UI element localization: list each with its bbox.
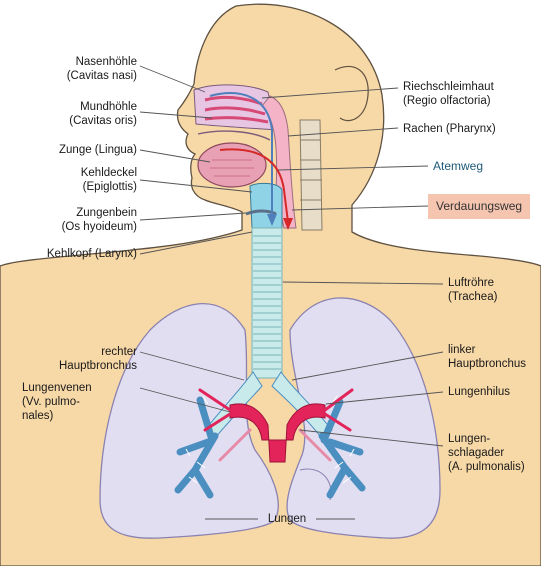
- label-zungenbein: Zungenbein(Os hyoideum): [22, 206, 137, 234]
- label-kehlkopf: Kehlkopf (Larynx): [10, 247, 137, 261]
- label-verdauungsweg: Verdauungsweg: [428, 194, 530, 219]
- label-lungenhilus: Lungenhilus: [448, 385, 510, 399]
- label-kehldeckel: Kehldeckel(Epiglottis): [22, 166, 137, 194]
- label-zunge: Zunge (Lingua): [22, 143, 137, 157]
- label-luftroehre: Luftröhre(Trachea): [448, 276, 497, 304]
- spine: [300, 120, 322, 230]
- label-lungenschlagader: Lungen-schlagader(A. pulmonalis): [448, 432, 525, 474]
- label-riechschleimhaut: Riechschleimhaut(Regio olfactoria): [403, 80, 494, 108]
- larynx: [250, 183, 282, 228]
- label-mundhoehle: Mundhöhle(Cavitas oris): [22, 100, 137, 128]
- label-nasenhoehle: Nasenhöhle(Cavitas nasi): [22, 55, 137, 83]
- label-lungenvenen: Lungenvenen(Vv. pulmo-nales): [22, 381, 132, 423]
- label-rachen: Rachen (Pharynx): [403, 122, 496, 136]
- label-atemweg: Atemweg: [433, 159, 483, 173]
- label-lungen: Lungen: [258, 512, 316, 526]
